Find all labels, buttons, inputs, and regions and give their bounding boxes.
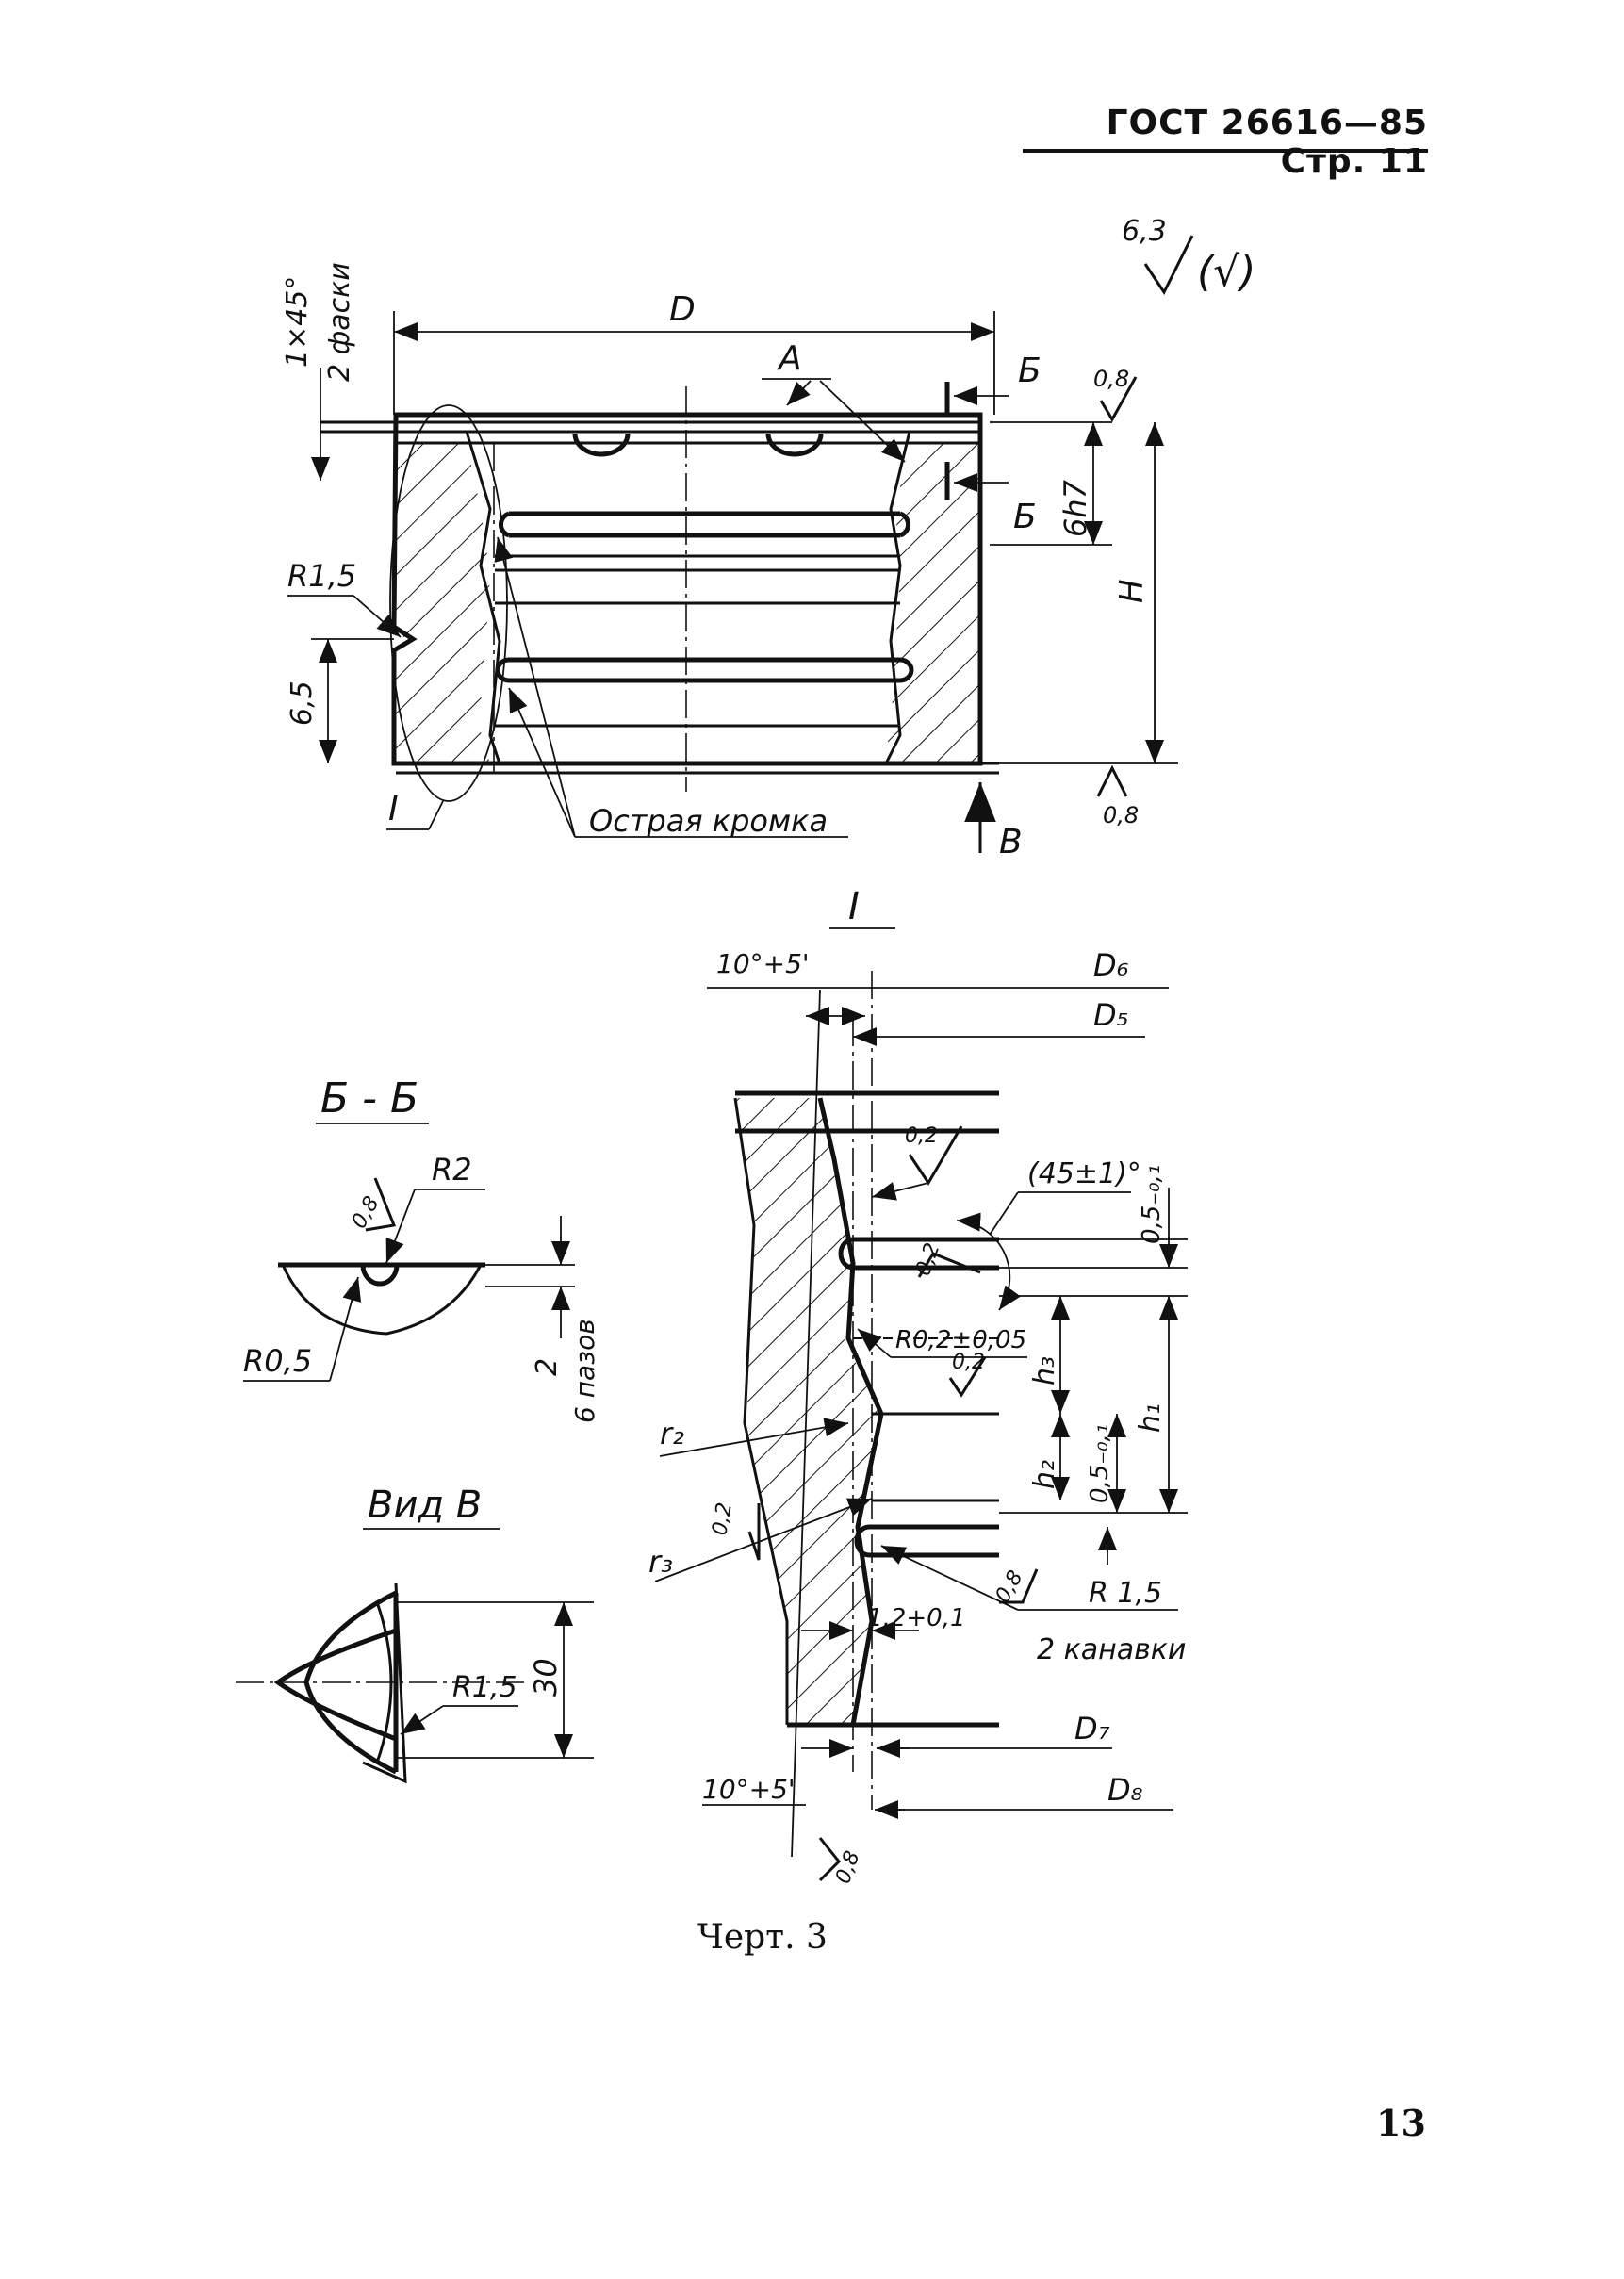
roughness-bottom: 0,8	[1103, 802, 1139, 828]
detail-d7: D₇	[1074, 1711, 1110, 1746]
roughness-top: 0,8	[1093, 366, 1129, 392]
bb-depth: 2	[531, 1358, 564, 1376]
detail-tol-top: 0,5₋₀,₁	[1138, 1165, 1166, 1244]
detail-angle-bottom: 10°+5'	[702, 1774, 796, 1805]
detail-roughness-c: 0,2	[952, 1351, 985, 1374]
detail-body-hatch	[735, 1098, 881, 1725]
detail-chamfer-angle: (45±1)°	[1027, 1157, 1141, 1190]
figure-caption: Черт. 3	[697, 1918, 828, 1957]
detail-groove-width: 1,2+0,1	[867, 1604, 965, 1632]
header-rule	[1023, 149, 1428, 153]
section-bb-title: Б - Б	[320, 1074, 418, 1123]
section-bb-body	[280, 1263, 484, 1336]
view-v-width: 30	[528, 1658, 564, 1697]
detail-i-title: I	[848, 885, 860, 928]
detail-h3: h₃	[1028, 1356, 1061, 1385]
detail-groove-count: 2 канавки	[1037, 1633, 1186, 1666]
bb-radius-r2: R2	[432, 1152, 472, 1188]
detail-d8: D₈	[1107, 1772, 1143, 1808]
roughness-general-symbol: (√)	[1197, 248, 1255, 296]
view-v-radius: R1,5	[452, 1671, 517, 1704]
chamfer-note: 1×45°	[281, 276, 314, 368]
section-b-top: Б	[1018, 352, 1042, 390]
detail-h2: h₂	[1028, 1460, 1061, 1489]
general-roughness-symbol: 6,3 (√)	[1122, 215, 1255, 296]
detail-roughness-a: 0,2	[905, 1124, 938, 1148]
page-number: 13	[1376, 2102, 1426, 2144]
detail-d5: D₅	[1093, 997, 1128, 1033]
dim-6-5: 6,5	[286, 680, 319, 726]
detail-i: I 10°+5' D₆ D₅	[648, 885, 1188, 1887]
detail-h1: h₁	[1134, 1403, 1167, 1433]
detail-r2: r₂	[660, 1416, 684, 1451]
detail-groove-radius: R 1,5	[1089, 1577, 1162, 1610]
view-v-title: Вид В	[368, 1484, 482, 1527]
view-b-label: В	[999, 823, 1023, 861]
main-view: D 1×45° 2 фаски А Б Б 6h7 H	[281, 262, 1178, 861]
left-wall-hatch	[394, 443, 490, 763]
view-v: Вид В R1,5 30	[236, 1484, 594, 1784]
page-header: ГОСТ 26616—85 Стр. 11	[1106, 104, 1428, 181]
chamfer-count: 2 фаски	[323, 262, 356, 382]
section-b-bottom: Б	[1013, 498, 1037, 536]
sharp-edge-label: Острая кромка	[589, 803, 828, 839]
detail-d6: D₆	[1093, 947, 1129, 983]
dim-6h7: 6h7	[1058, 479, 1093, 537]
detail-i-circle	[389, 404, 508, 802]
detail-roughness-d: 0,2	[708, 1500, 737, 1537]
detail-roughness-f: 0,8	[831, 1848, 864, 1887]
detail-tol-mid: 0,5₋₀,₁	[1086, 1424, 1114, 1503]
section-bb: Б - Б R2 0,8 R0,5 2 6 пазов	[243, 1074, 600, 1423]
dim-d-label: D	[669, 290, 696, 329]
detail-small-radius: R0,2±0,05	[895, 1326, 1026, 1354]
bb-slots: 6 пазов	[569, 1319, 600, 1423]
radius-r15: R1,5	[287, 558, 356, 594]
bb-radius-r05: R0,5	[243, 1343, 312, 1379]
roughness-general-value: 6,3	[1122, 215, 1167, 248]
dim-h: H	[1113, 579, 1151, 603]
detail-i-ref: I	[388, 790, 399, 828]
detail-angle-top: 10°+5'	[716, 948, 810, 979]
detail-r3: r₃	[648, 1544, 673, 1580]
view-a-label: А	[777, 339, 802, 378]
